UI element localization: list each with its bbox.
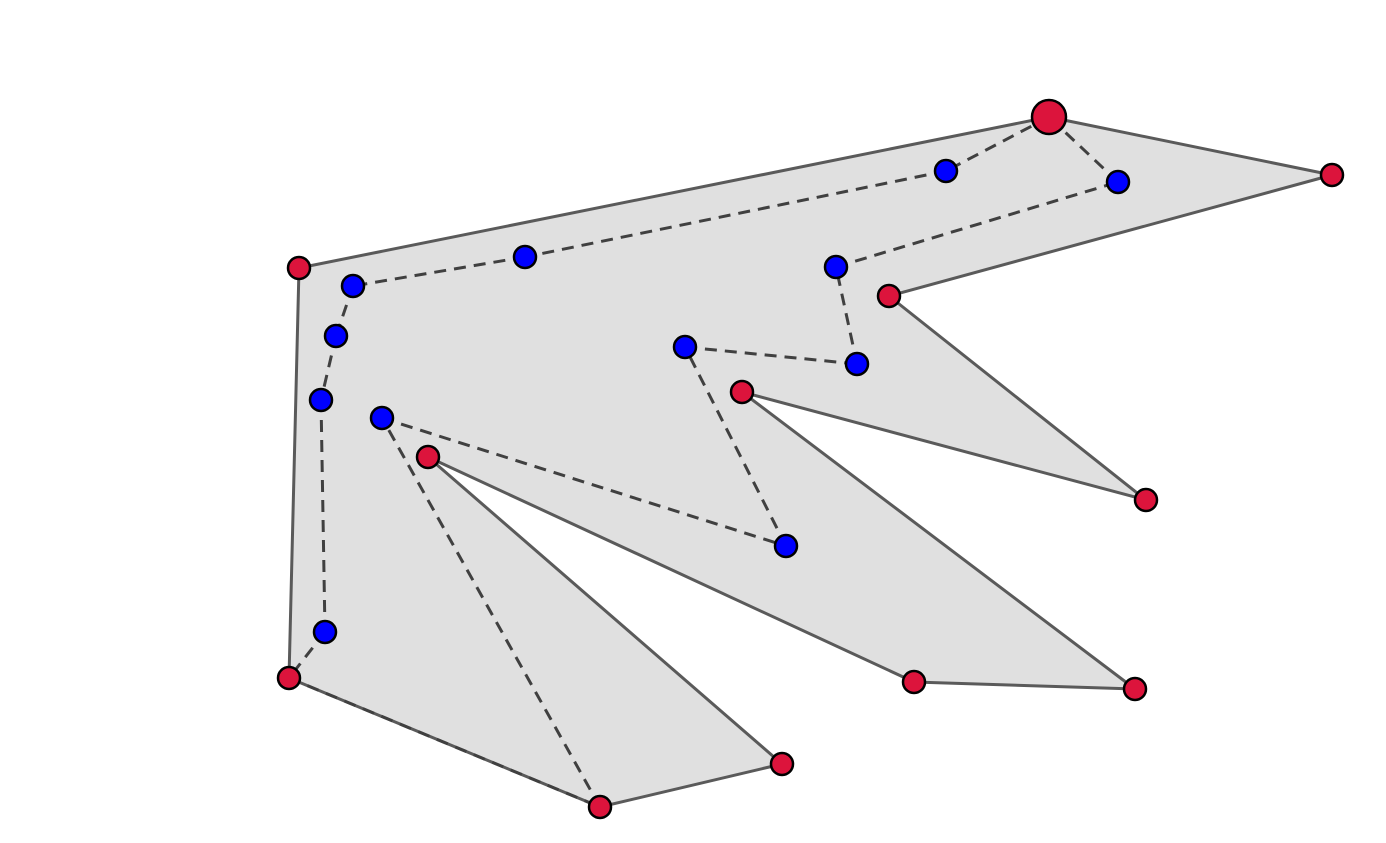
polygon-vertices <box>276 98 1345 820</box>
polygon-vertex <box>415 444 441 470</box>
polygon-vertex <box>729 379 755 405</box>
path-point <box>773 533 799 559</box>
path-segment <box>381 416 787 548</box>
path-segment <box>288 676 601 809</box>
polygon-vertex <box>876 283 902 309</box>
path-segment <box>352 255 526 288</box>
path-point <box>672 334 698 360</box>
path-point <box>823 254 849 280</box>
path-segment <box>683 346 788 547</box>
path-segment <box>835 180 1119 269</box>
path-segment <box>1047 115 1120 184</box>
path-point <box>340 273 366 299</box>
path-segment <box>834 266 859 365</box>
path-point <box>312 619 338 645</box>
polygon-vertex <box>1133 487 1159 513</box>
path-segment <box>380 417 602 808</box>
path-point <box>308 387 334 413</box>
dashed-path <box>287 115 1120 809</box>
polygon-vertex <box>1122 676 1148 702</box>
path-point <box>323 323 349 349</box>
polygon-vertex <box>276 665 302 691</box>
path-point <box>512 244 538 270</box>
path-point <box>844 351 870 377</box>
polygon-shape <box>287 115 1334 809</box>
path-point <box>369 405 395 431</box>
path-segment <box>524 169 947 259</box>
start-vertex <box>1030 98 1068 136</box>
polygon-vertex <box>769 751 795 777</box>
polygon-vertex <box>901 669 927 695</box>
path-segment <box>684 345 858 366</box>
path-point <box>933 158 959 184</box>
path-point <box>1105 169 1131 195</box>
polygon-vertex <box>286 255 312 281</box>
polygon-vertex <box>1319 162 1345 188</box>
path-points <box>308 158 1131 645</box>
polygon-vertex <box>587 794 613 820</box>
